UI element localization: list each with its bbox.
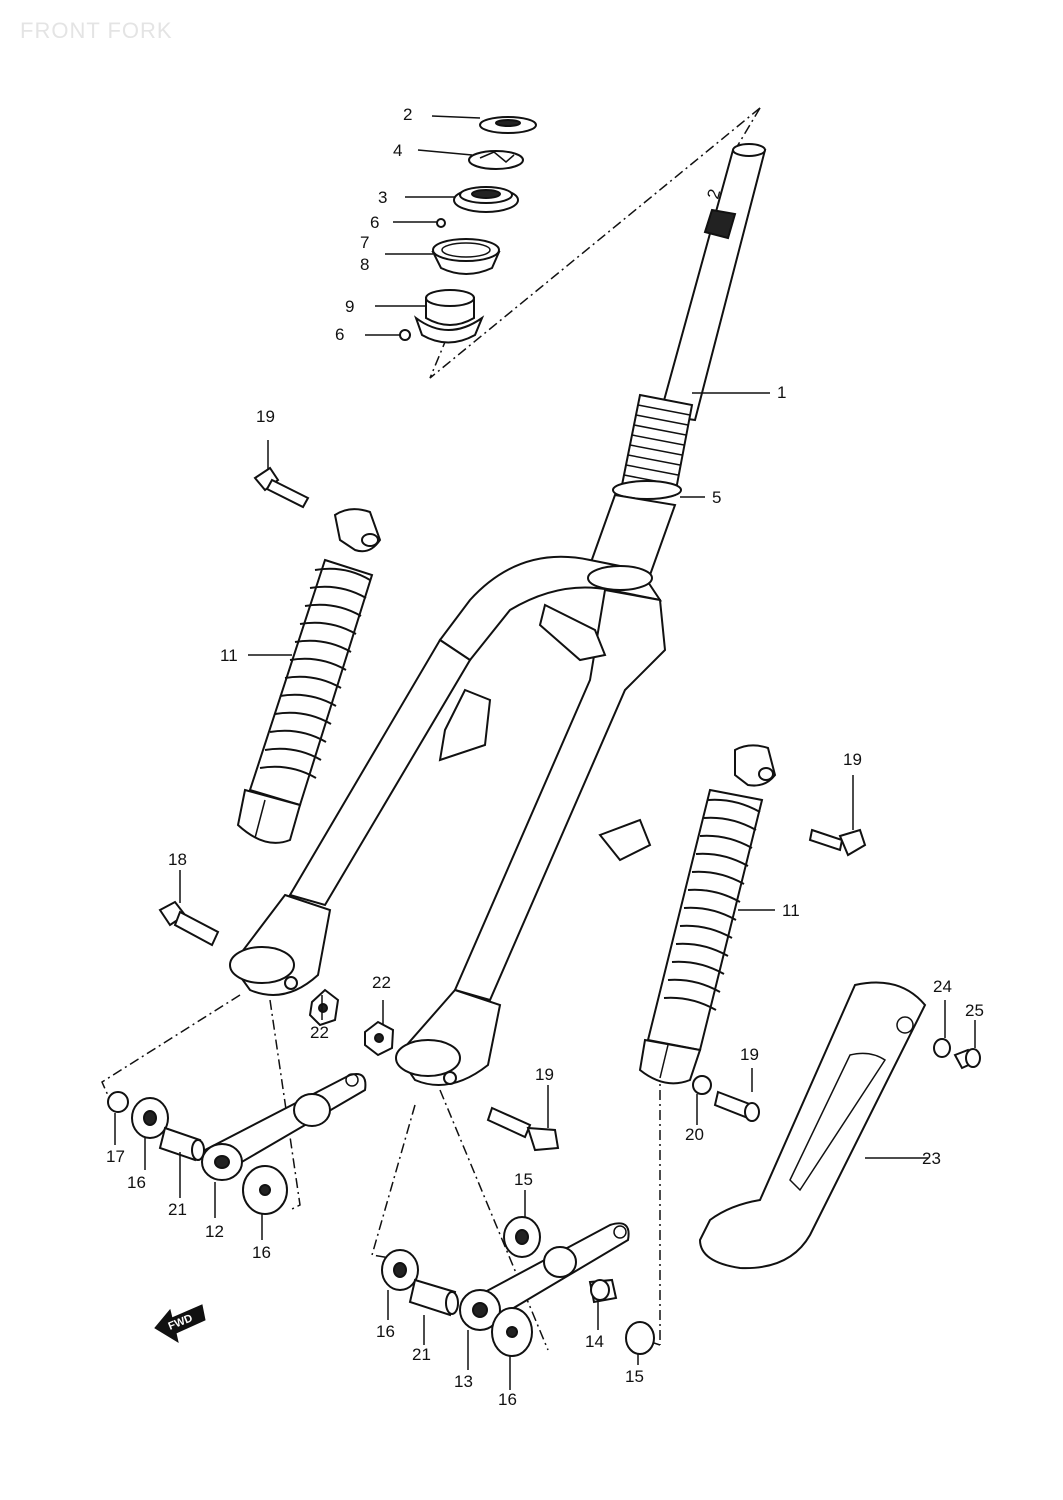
callout-13: 13 — [454, 1372, 473, 1391]
washer-part-24 — [933, 1038, 951, 1058]
callout-16-b: 16 — [252, 1243, 271, 1262]
bolt-part-19-lower-right — [713, 1090, 760, 1122]
page-title: FRONT FORK — [20, 18, 173, 43]
callout-8: 8 — [360, 255, 369, 274]
callout-21-left: 21 — [168, 1200, 187, 1219]
forward-arrow-icon: FWD — [154, 1304, 206, 1344]
washer-part-15-lower — [625, 1321, 655, 1355]
callout-16-c: 16 — [376, 1322, 395, 1341]
nut-part-22-left — [308, 988, 340, 1027]
bushing-part-16-left-a — [131, 1097, 169, 1139]
callout-6-upper: 6 — [370, 213, 379, 232]
callout-16-a: 16 — [127, 1173, 146, 1192]
steering-nut-part-2 — [479, 116, 537, 134]
left-linkage-group — [107, 1073, 367, 1215]
collar-part-14 — [588, 1278, 618, 1304]
callout-5: 5 — [712, 488, 721, 507]
washer-part-20 — [692, 1075, 712, 1095]
steering-bearing-stack — [399, 116, 537, 344]
callout-20: 20 — [685, 1125, 704, 1144]
callout-17: 17 — [106, 1147, 125, 1166]
shock-absorber-left-part-11 — [236, 508, 382, 844]
right-linkage-group — [381, 1216, 655, 1357]
callout-23: 23 — [922, 1149, 941, 1168]
bushing-part-15-upper — [503, 1216, 541, 1258]
bushing-part-16-left-b — [242, 1165, 288, 1215]
steel-ball-part-6-upper — [436, 218, 446, 228]
screw-part-25 — [953, 1048, 981, 1070]
svg-text:2: 2 — [704, 187, 725, 201]
callout-19-right: 19 — [843, 750, 862, 769]
collar-part-21-left — [158, 1126, 205, 1162]
callout-22-left: 22 — [310, 1023, 329, 1042]
spring-coils-right — [663, 798, 761, 1011]
callout-9: 9 — [345, 297, 354, 316]
washer-part-17 — [107, 1091, 129, 1113]
callout-16-d: 16 — [498, 1390, 517, 1409]
leader-lines — [114, 115, 976, 1390]
callout-4: 4 — [393, 141, 402, 160]
callout-19-lower-right: 19 — [740, 1045, 759, 1064]
callout-21-right: 21 — [412, 1345, 431, 1364]
front-fork-part-1: 2 — [229, 143, 767, 1086]
link-arm-part-12 — [201, 1073, 367, 1181]
callout-19-top-left: 19 — [256, 407, 275, 426]
collar-part-21-right — [408, 1278, 459, 1317]
nut-part-22-right — [364, 1020, 395, 1057]
bushing-part-16-right-b — [491, 1307, 533, 1357]
bushing-part-16-right-a — [381, 1249, 419, 1291]
callout-6-lower: 6 — [335, 325, 344, 344]
callout-3: 3 — [378, 188, 387, 207]
callout-15-lower: 15 — [625, 1367, 644, 1386]
callout-22-right: 22 — [372, 973, 391, 992]
dust-seal-part-5 — [612, 480, 682, 500]
shock-absorber-right-part-11 — [638, 744, 777, 1085]
bolt-part-19-top-left — [253, 466, 310, 509]
callout-25: 25 — [965, 1001, 984, 1020]
spring-coils-left — [259, 567, 371, 779]
bolt-part-18-left — [158, 900, 220, 947]
link-arm-part-13 — [459, 1222, 630, 1331]
callout-12: 12 — [205, 1222, 224, 1241]
callout-24: 24 — [933, 977, 952, 996]
callout-1: 1 — [777, 383, 786, 402]
callout-2: 2 — [403, 105, 412, 124]
stem-thread-upper — [703, 208, 737, 240]
callout-7: 7 — [360, 233, 369, 252]
callout-18-left: 18 — [168, 850, 187, 869]
callout-18-right: 19 — [535, 1065, 554, 1084]
callout-11-right: 11 — [782, 901, 800, 920]
bolt-part-18-right — [486, 1106, 560, 1152]
steel-ball-part-6-lower — [399, 329, 411, 341]
lock-washer-part-4 — [468, 150, 524, 170]
bearing-race-part-9 — [413, 289, 485, 344]
callout-14: 14 — [585, 1332, 604, 1351]
bearing-cone-part-7-8 — [431, 238, 501, 275]
callout-15-upper: 15 — [514, 1170, 533, 1189]
fork-cover-part-23 — [698, 981, 927, 1270]
bearing-race-part-3 — [453, 186, 519, 213]
bolt-part-19-right — [808, 828, 867, 857]
guide-lines — [101, 107, 761, 1351]
callout-labels: 2 4 3 6 7 8 9 6 1 5 19 11 19 11 18 22 22… — [106, 105, 984, 1409]
callout-11-left: 11 — [220, 646, 238, 665]
